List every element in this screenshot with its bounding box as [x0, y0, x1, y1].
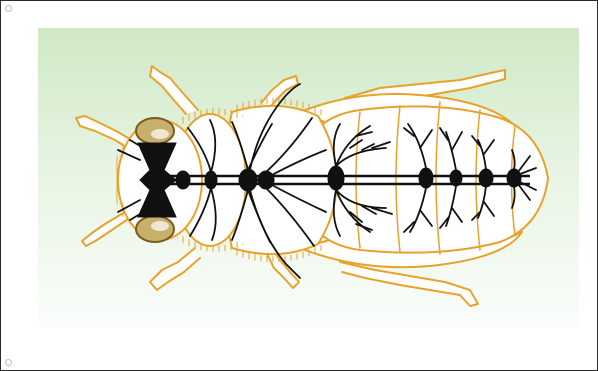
ganglion [239, 169, 257, 191]
ganglion [176, 171, 190, 189]
ganglion [258, 171, 274, 189]
ganglion [450, 170, 462, 186]
leg-hind-lower [340, 262, 478, 306]
brain [138, 143, 176, 217]
leg-front-upper [150, 66, 198, 114]
ganglion [419, 168, 433, 188]
leg-front-lower [150, 248, 200, 290]
ganglion [205, 171, 217, 189]
ganglion [328, 166, 344, 190]
ganglion [479, 169, 493, 187]
